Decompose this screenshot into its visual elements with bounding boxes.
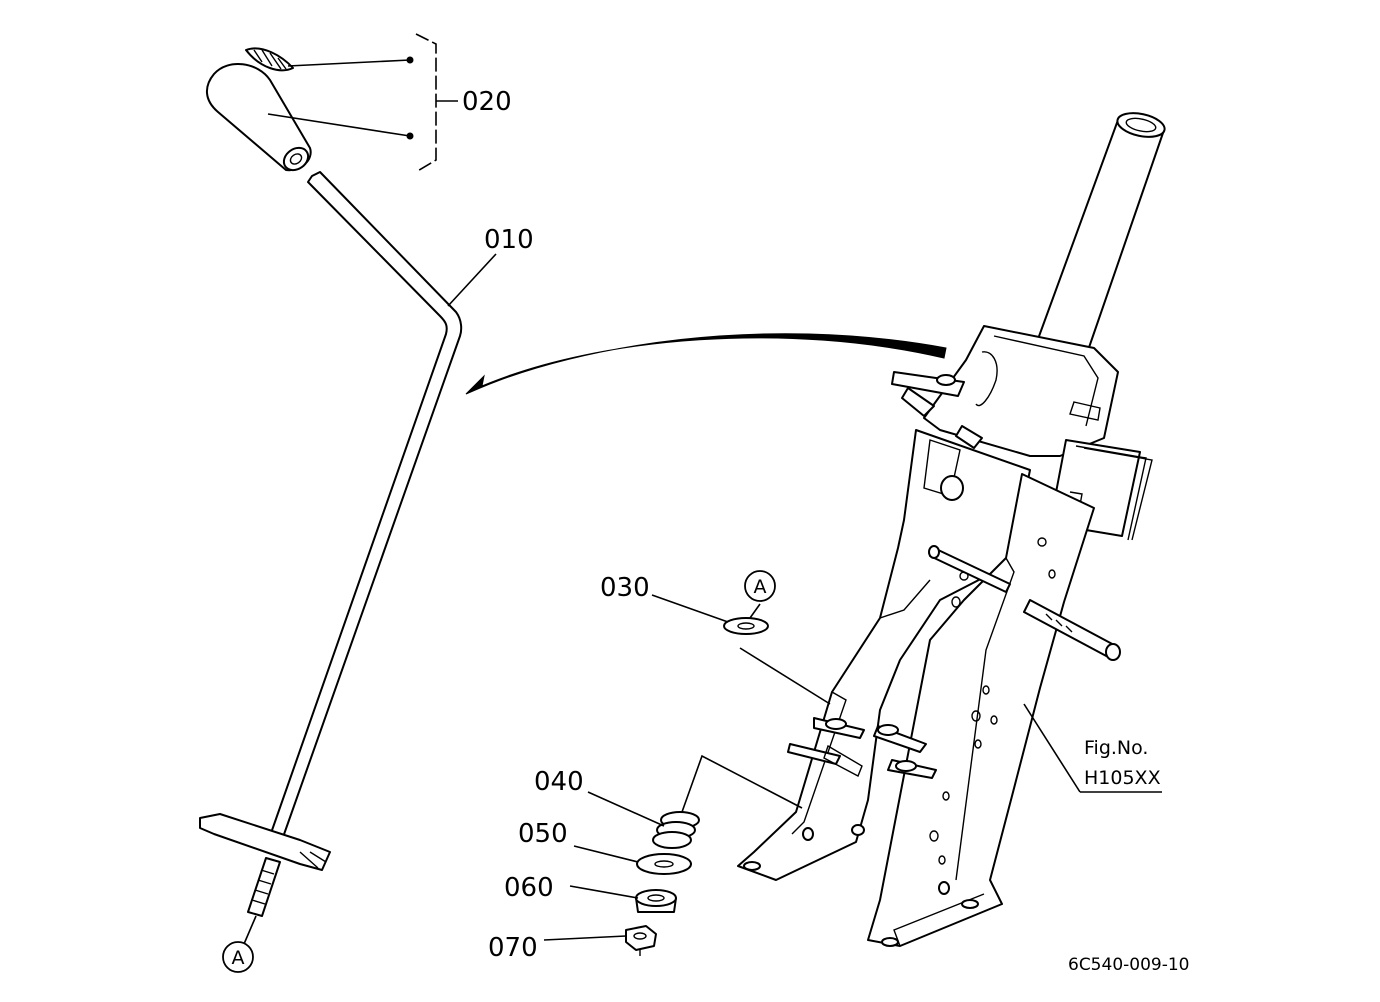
drawing-code: 6C540-009-10 [1068,955,1189,975]
spring-040 [652,811,700,849]
part-labels: 020 010 030 040 050 060 070 [462,87,650,963]
cross-shafts [928,545,1121,661]
assembly-arrow [465,333,947,395]
lever-rod [269,171,463,841]
marker-a-top-text: A [754,576,767,598]
lever-tabs [787,717,937,779]
marker-a-bottom: A [222,941,254,973]
upper-bracket [891,325,1119,457]
label-020: 020 [462,87,512,117]
washer-030 [723,617,769,635]
label-060: 060 [504,873,554,903]
lever-assembly [199,47,463,945]
washer-050 [636,853,692,875]
label-050: 050 [518,819,568,849]
knob-body [206,62,312,172]
lever-plate [199,813,331,871]
label-070: 070 [488,933,538,963]
label-040: 040 [534,767,584,797]
figure-number: Fig.No. H105XX [1084,737,1161,789]
bushing-060 [635,889,677,913]
frame-assembly [737,112,1166,947]
label-030: 030 [600,573,650,603]
figure-id: H105XX [1084,767,1161,789]
lever-threaded-end [247,857,281,917]
figure-label: Fig.No. [1084,737,1148,759]
nut-070 [625,925,657,956]
column-tube [1033,112,1166,363]
knob-cap [245,47,294,72]
marker-a-bottom-text: A [232,947,245,969]
label-010: 010 [484,225,534,255]
leader-lines [267,33,1162,941]
marker-a-top: A [744,570,776,602]
